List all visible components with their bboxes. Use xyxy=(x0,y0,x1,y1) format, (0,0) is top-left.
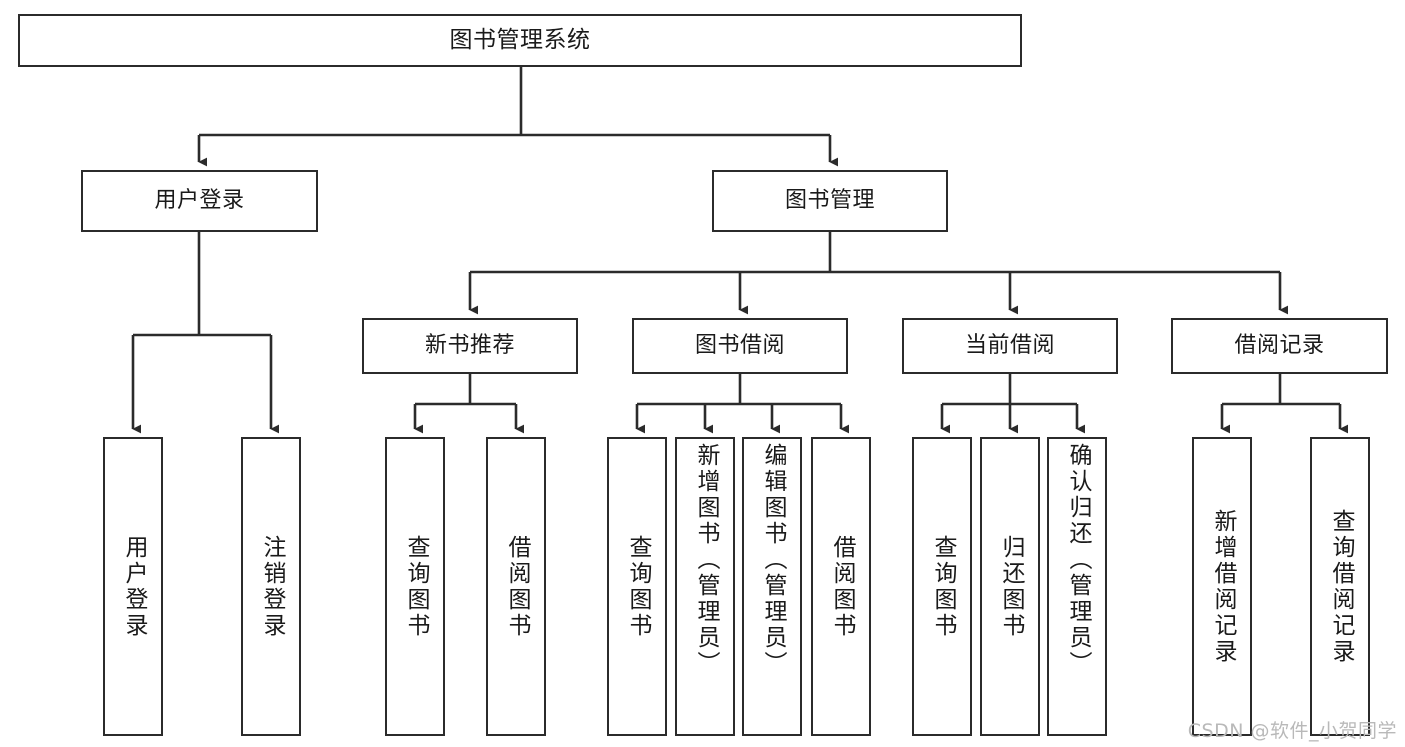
node-root-label: 图书管理系统 xyxy=(449,26,591,53)
leaf-edit-book-wrap: 编辑图书（管理员） xyxy=(757,439,787,738)
leaf-query-record-label: 查询借阅记录 xyxy=(1327,508,1354,665)
leaf-borrow-book-1-label: 借阅图书 xyxy=(503,534,530,639)
leaf-user-login-label: 用户登录 xyxy=(120,534,147,639)
leaf-return-book-label: 归还图书 xyxy=(997,534,1024,639)
node-current-borrow-label: 当前借阅 xyxy=(964,333,1055,359)
leaf-query-book-2-wrap: 查询图书 xyxy=(622,439,652,734)
leaf-borrow-book-1-wrap: 借阅图书 xyxy=(501,439,531,734)
leaf-confirm-return[interactable]: 确认归还（管理员） xyxy=(1047,437,1107,736)
node-user-login-label: 用户登录 xyxy=(154,188,245,214)
leaf-add-book[interactable]: 新增图书（管理员） xyxy=(675,437,735,736)
leaf-query-record[interactable]: 查询借阅记录 xyxy=(1310,437,1370,736)
leaf-query-book-3-label: 查询图书 xyxy=(929,534,956,639)
leaf-add-book-wrap: 新增图书（管理员） xyxy=(690,439,720,738)
node-book-borrow[interactable]: 图书借阅 xyxy=(632,318,848,374)
leaf-borrow-book-2[interactable]: 借阅图书 xyxy=(811,437,871,736)
leaf-confirm-return-wrap: 确认归还（管理员） xyxy=(1062,439,1092,738)
leaf-add-record-label: 新增借阅记录 xyxy=(1209,508,1236,665)
leaf-return-book-wrap: 归还图书 xyxy=(995,439,1025,734)
leaf-edit-book[interactable]: 编辑图书（管理员） xyxy=(742,437,802,736)
node-current-borrow[interactable]: 当前借阅 xyxy=(902,318,1118,374)
leaf-logout[interactable]: 注销登录 xyxy=(241,437,301,736)
leaf-add-book-label: 新增图书（管理员） xyxy=(692,443,719,677)
leaf-query-book-3-wrap: 查询图书 xyxy=(927,439,957,734)
node-user-login[interactable]: 用户登录 xyxy=(81,170,318,232)
node-new-book-rec-label: 新书推荐 xyxy=(424,333,515,359)
leaf-query-book-2[interactable]: 查询图书 xyxy=(607,437,667,736)
leaf-logout-label: 注销登录 xyxy=(258,534,285,639)
leaf-borrow-book-2-label: 借阅图书 xyxy=(828,534,855,639)
node-root[interactable]: 图书管理系统 xyxy=(18,14,1022,67)
leaf-logout-wrap: 注销登录 xyxy=(256,439,286,734)
leaf-query-book-3[interactable]: 查询图书 xyxy=(912,437,972,736)
node-borrow-record[interactable]: 借阅记录 xyxy=(1171,318,1388,374)
leaf-query-book-1-label: 查询图书 xyxy=(402,534,429,639)
node-book-manage[interactable]: 图书管理 xyxy=(712,170,948,232)
leaf-edit-book-label: 编辑图书（管理员） xyxy=(759,443,786,677)
csdn-watermark: CSDN @软件_小贺同学 xyxy=(1187,720,1397,742)
leaf-return-book[interactable]: 归还图书 xyxy=(980,437,1040,736)
leaf-borrow-book-2-wrap: 借阅图书 xyxy=(826,439,856,734)
leaf-borrow-book-1[interactable]: 借阅图书 xyxy=(486,437,546,736)
leaf-query-book-2-label: 查询图书 xyxy=(624,534,651,639)
leaf-add-record[interactable]: 新增借阅记录 xyxy=(1192,437,1252,736)
leaf-query-book-1-wrap: 查询图书 xyxy=(400,439,430,734)
node-book-borrow-label: 图书借阅 xyxy=(694,333,785,359)
leaf-query-record-wrap: 查询借阅记录 xyxy=(1325,439,1355,734)
leaf-add-record-wrap: 新增借阅记录 xyxy=(1207,439,1237,734)
node-borrow-record-label: 借阅记录 xyxy=(1234,333,1325,359)
leaf-confirm-return-label: 确认归还（管理员） xyxy=(1064,443,1091,677)
node-new-book-rec[interactable]: 新书推荐 xyxy=(362,318,578,374)
node-book-manage-label: 图书管理 xyxy=(784,188,875,214)
leaf-user-login-wrap: 用户登录 xyxy=(118,439,148,734)
leaf-query-book-1[interactable]: 查询图书 xyxy=(385,437,445,736)
leaf-user-login[interactable]: 用户登录 xyxy=(103,437,163,736)
